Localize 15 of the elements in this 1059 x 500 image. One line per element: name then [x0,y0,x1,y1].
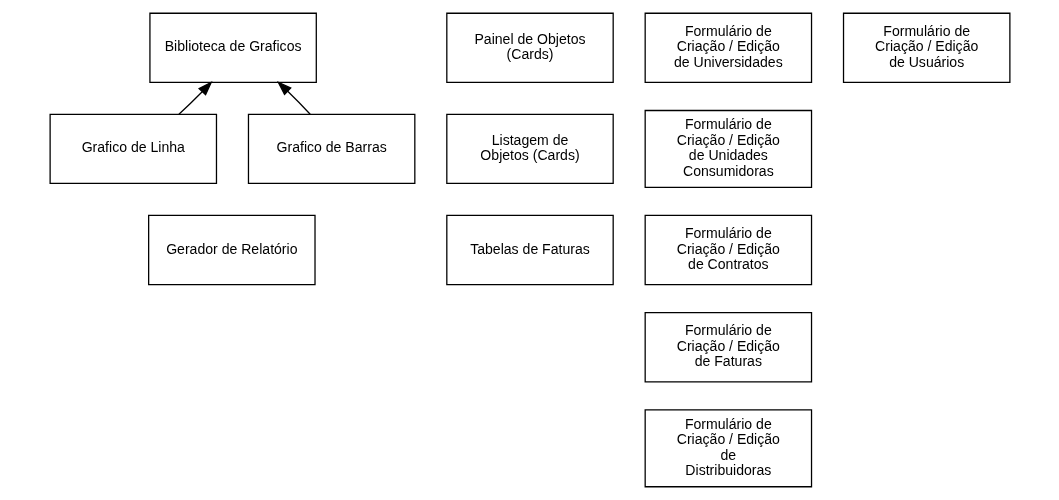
node-box: Formulário de Criação / Edição de Contratos [644,214,812,286]
node-box: Grafico de Barras [247,113,415,185]
node-box: Grafico de Linha [49,113,217,185]
node-box: Formulário de Criação / Edição de Distribuidoras [644,409,812,488]
node-box: Biblioteca de Graficos [148,12,317,83]
node-box: Listagem de Objetos (Cards) [445,113,614,185]
node-box: Formulário de Criação / Edição de Universidades [644,12,812,83]
arrow [276,81,311,115]
node-box: Painel de Objetos (Cards) [445,12,614,83]
node-box: Tabelas de Faturas [445,214,614,286]
node-box: Formulário de Criação / Edição de Faturas [644,312,812,383]
node-box: Formulário de Criação / Edição de Unidades Consumidoras [644,109,812,188]
arrow [177,81,213,115]
node-box: Gerador de Relatório [147,214,316,286]
node-box: Formulário de Criação / Edição de Usuários [842,12,1010,83]
